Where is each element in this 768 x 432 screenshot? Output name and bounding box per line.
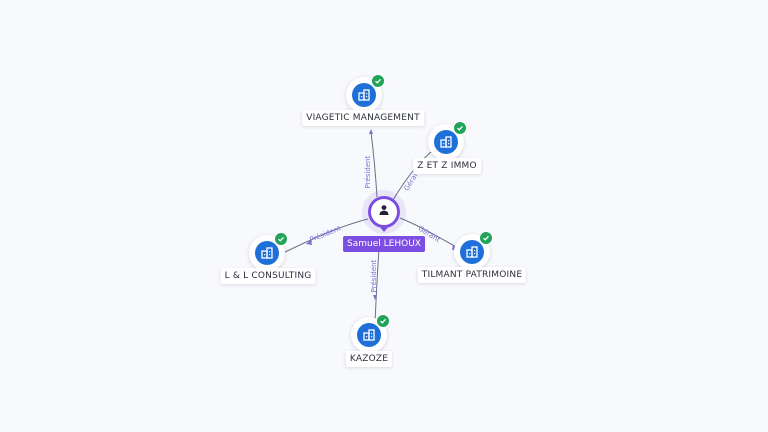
company-node-viagetic[interactable] [346, 74, 385, 113]
company-node-kazoze[interactable] [351, 314, 390, 353]
edge-label-kazoze: Président [370, 259, 378, 292]
company-label-viagetic[interactable]: VIAGETIC MANAGEMENT [302, 110, 424, 126]
arrow-llc [306, 240, 312, 245]
person-pointer [379, 226, 389, 232]
company-node-zetz[interactable] [428, 121, 467, 160]
verified-check-icon [479, 231, 493, 245]
company-node-tilmant[interactable] [454, 231, 493, 270]
company-label-tilmant[interactable]: TILMANT PATRIMOINE [417, 267, 527, 283]
building-icon [255, 241, 279, 265]
edge-kazoze [374, 247, 380, 324]
building-icon [357, 323, 381, 347]
building-icon [460, 240, 484, 264]
verified-check-icon [376, 314, 390, 328]
edge-viagetic [370, 131, 378, 198]
person-name-label[interactable]: Samuel LEHOUX [343, 236, 425, 252]
company-label-kazoze[interactable]: KAZOZE [345, 351, 393, 367]
building-icon [352, 83, 376, 107]
arrow-kazoze [373, 295, 377, 300]
edge-llc [282, 218, 369, 254]
person-icon [378, 203, 390, 221]
edge-label-llc: Président [309, 224, 343, 244]
edge-label-viagetic: Président [364, 155, 372, 188]
person-node[interactable] [368, 196, 400, 228]
company-label-zetz[interactable]: Z ET Z IMMO [413, 158, 481, 174]
company-node-llc[interactable] [249, 232, 288, 271]
verified-check-icon [371, 74, 385, 88]
building-icon [434, 130, 458, 154]
verified-check-icon [453, 121, 467, 135]
verified-check-icon [274, 232, 288, 246]
edge-tilmant [399, 217, 459, 249]
company-label-llc[interactable]: L & L CONSULTING [220, 268, 316, 284]
arrow-viagetic [369, 129, 373, 134]
